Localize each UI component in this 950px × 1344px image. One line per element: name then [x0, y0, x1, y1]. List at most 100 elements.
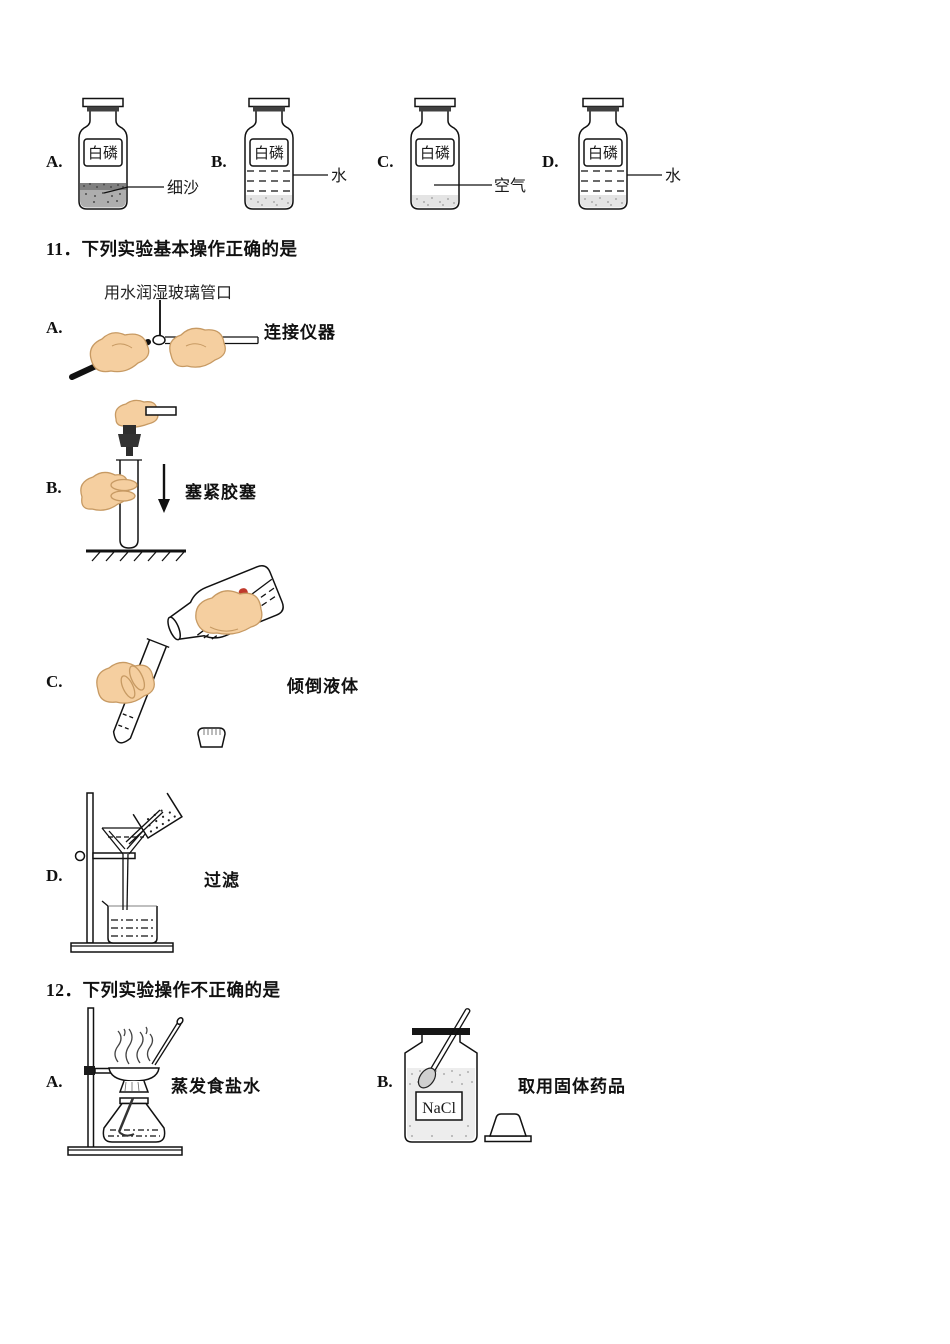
flame-hatching: [124, 1081, 140, 1092]
evaporating-dish: [108, 1067, 160, 1082]
question-11-number: 11．: [46, 239, 82, 259]
phosphorus-sediment: [246, 195, 292, 208]
q12-figure-a-evaporation: [67, 1007, 184, 1156]
q11-figure-a-connecting-apparatus: [69, 327, 259, 380]
q11-option-a-caption: 连接仪器: [264, 323, 336, 342]
pouring-beaker-group: [132, 792, 183, 840]
q11-option-a-letter: A.: [46, 318, 63, 337]
q12-option-b-letter: B.: [377, 1072, 393, 1091]
q11-option-b-caption: 塞紧胶塞: [185, 483, 257, 502]
stand-pole: [86, 792, 94, 944]
filter-paper-edge: [108, 830, 126, 850]
collecting-beaker: [107, 906, 158, 944]
sediment-speckles: [416, 197, 455, 206]
bottle-label-frame: [415, 138, 455, 167]
glass-rod: [125, 809, 161, 843]
spoon-bowl: [417, 1067, 437, 1089]
q12-figure-b-solid-reagent: NaCl: [404, 1008, 532, 1143]
gripping-finger: [110, 478, 138, 492]
phosphorus-sediment: [580, 195, 626, 208]
q11-option-b-letter: B.: [46, 478, 62, 497]
leader-line: [103, 186, 164, 194]
right-hand-finger-line: [185, 343, 207, 348]
clamp-bolt: [74, 850, 86, 862]
bottle-option-c-letter: C.: [377, 152, 394, 171]
q11-figure-b-inserting-stopper: [80, 399, 186, 562]
gripping-finger: [120, 675, 136, 699]
glass-rod: [151, 1021, 179, 1065]
bottle-figure-a-sand: 白磷 细沙: [78, 97, 199, 210]
sand-top-band: [80, 183, 126, 190]
question-12-number: 12．: [46, 980, 83, 1000]
tube-liquid-dash: [118, 724, 132, 731]
left-hand-finger-line: [111, 343, 133, 349]
wet-glass-tube-annotation: 用水润湿玻璃管口: [104, 285, 233, 302]
bottle-option-d-letter: D.: [542, 152, 559, 171]
clamp-arm: [92, 852, 136, 860]
jar-label-text: NaCl: [422, 1100, 456, 1117]
bottle-label-frame: [583, 138, 623, 167]
sediment-speckles: [250, 197, 289, 206]
q11-option-c-letter: C.: [46, 672, 63, 691]
bottle-label-text: 白磷: [588, 145, 618, 162]
bottle-figure-d-water: 白磷 水: [578, 97, 681, 210]
ground-glass-stopper: [197, 727, 226, 748]
bottle-cap: [414, 97, 456, 108]
q12-option-a-letter: A.: [46, 1072, 63, 1091]
reagent-bottle-mouth: [167, 616, 181, 641]
spoon-handle: [433, 1010, 471, 1073]
bottle-label-text: 白磷: [88, 145, 118, 162]
phosphorus-sediment: [412, 195, 458, 208]
bottle-option-a-letter: A.: [46, 152, 63, 171]
clamp-bolt: [84, 1066, 95, 1075]
question-12-heading: 12．下列实验操作不正确的是: [46, 977, 281, 1002]
glass-rod: [128, 811, 164, 845]
stopper-stem: [126, 447, 133, 456]
steam-wisps: [114, 1026, 154, 1065]
annotation-pointer-line: [159, 300, 161, 338]
table-hatching: [91, 551, 185, 562]
annotation-text: 空气: [494, 177, 526, 195]
annotation-text: 水: [331, 167, 347, 185]
small-tube: [145, 406, 177, 416]
rubber-stopper: [118, 434, 141, 447]
tube-mouth: [152, 334, 166, 346]
right-hand: [169, 327, 226, 368]
q11-option-c-caption: 倾倒液体: [287, 677, 359, 696]
bottle-label-frame: [249, 138, 289, 167]
bottle-cap: [582, 97, 624, 108]
bottle-hand-finger-line: [209, 626, 239, 632]
stand-base: [67, 1146, 183, 1156]
bottle-label-text: 白磷: [254, 145, 284, 162]
q12-option-a-caption: 蒸发食盐水: [171, 1077, 261, 1096]
q11-figure-d-filtration: [70, 792, 183, 953]
left-hand: [89, 332, 150, 373]
question-12-stem: 下列实验操作不正确的是: [82, 980, 281, 1000]
glass-rod-tip: [176, 1017, 184, 1025]
down-arrow-head: [158, 499, 170, 513]
q11-option-d-caption: 过滤: [204, 871, 240, 890]
bottle-cap-band: [87, 106, 119, 112]
funnel-stem: [126, 853, 129, 911]
bottle-cap: [248, 97, 290, 108]
bottle-cap-band: [419, 106, 451, 112]
burner-flame-holder: [118, 1080, 150, 1093]
gripping-finger: [128, 665, 146, 691]
stand-pole: [87, 1007, 95, 1149]
bottle-cap-band: [253, 106, 285, 112]
stopper-hatching: [203, 729, 221, 735]
glass-rod: [154, 1023, 182, 1066]
funnel-side: [101, 827, 124, 855]
bottle-cap-band: [587, 106, 619, 112]
bottle-hand: [195, 590, 263, 635]
stopper-top: [123, 425, 136, 434]
beaker-spout: [101, 900, 109, 907]
jar-rim: [412, 1028, 470, 1035]
q11-option-d-letter: D.: [46, 866, 63, 885]
test-tube-rim: [146, 637, 170, 649]
annotation-text: 细沙: [167, 179, 199, 197]
tube-liquid-dash: [122, 713, 137, 720]
gripping-finger: [110, 490, 136, 502]
question-11-heading: 11．下列实验基本操作正确的是: [46, 236, 298, 261]
